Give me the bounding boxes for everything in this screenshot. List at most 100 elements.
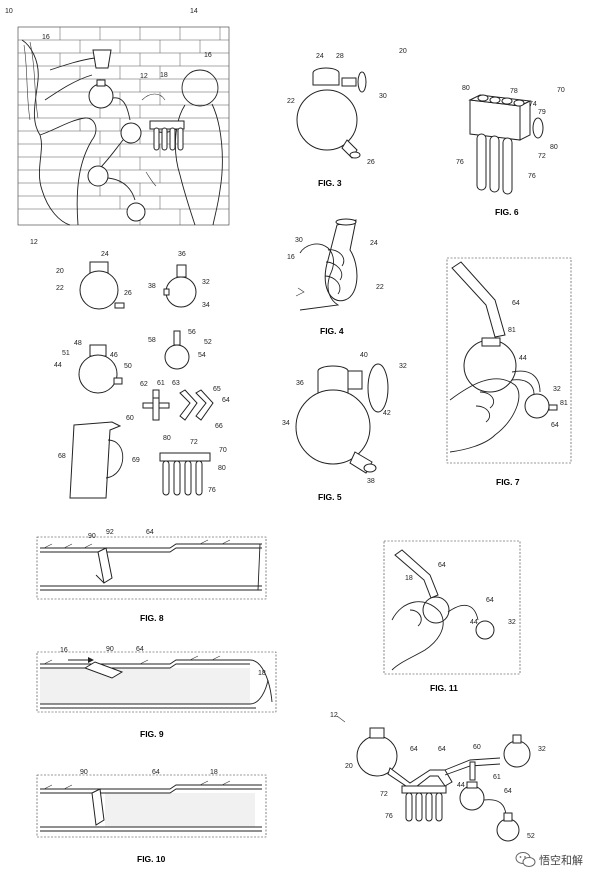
rack-body [469, 99, 521, 141]
svg-text:54: 54 [198, 352, 206, 359]
svg-text:64: 64 [512, 300, 520, 307]
svg-text:70: 70 [557, 87, 565, 94]
svg-text:18: 18 [405, 575, 413, 582]
ref-12: 12 [30, 239, 38, 246]
svg-text:64: 64 [410, 746, 418, 753]
svg-text:20: 20 [345, 763, 353, 770]
svg-text:32: 32 [202, 279, 210, 286]
svg-text:51: 51 [62, 350, 70, 357]
svg-text:70: 70 [219, 447, 227, 454]
svg-text:22: 22 [376, 284, 384, 291]
svg-text:64: 64 [222, 397, 230, 404]
svg-text:78: 78 [510, 88, 518, 95]
svg-text:80: 80 [462, 85, 470, 92]
tube-64 [394, 549, 439, 599]
svg-text:72: 72 [190, 439, 198, 446]
water-flow [40, 668, 250, 704]
rack-70 [159, 452, 211, 462]
fig7-label: FIG. 7 [496, 477, 520, 487]
svg-text:66: 66 [215, 423, 223, 430]
flask-44 [120, 122, 142, 144]
flask-32 [524, 393, 550, 419]
flask-52 [496, 818, 520, 842]
valve-90-open [83, 661, 124, 679]
svg-text:30: 30 [379, 93, 387, 100]
svg-text:76: 76 [456, 159, 464, 166]
fig11-label: FIG. 11 [430, 683, 458, 693]
watermark: 悟空和解 [515, 852, 583, 867]
tube-64a [179, 389, 198, 421]
svg-text:62: 62 [140, 381, 148, 388]
flask-20 [79, 270, 119, 310]
ref-10: 10 [5, 8, 13, 15]
svg-text:46: 46 [110, 352, 118, 359]
flask-32 [165, 276, 197, 308]
watermark-text: 悟空和解 [539, 853, 583, 867]
flask-20 [88, 83, 114, 109]
flask-32 [87, 165, 109, 187]
svg-text:44: 44 [54, 362, 62, 369]
svg-text:12: 12 [330, 712, 338, 719]
svg-text:61: 61 [157, 380, 165, 387]
svg-text:72: 72 [380, 791, 388, 798]
svg-text:72: 72 [538, 153, 546, 160]
svg-text:60: 60 [473, 744, 481, 751]
svg-text:44: 44 [457, 782, 465, 789]
flask-32 [295, 389, 371, 465]
svg-text:24: 24 [370, 240, 378, 247]
svg-text:64: 64 [438, 746, 446, 753]
svg-text:32: 32 [508, 619, 516, 626]
fig8-label: FIG. 8 [140, 613, 164, 623]
svg-text:58: 58 [148, 337, 156, 344]
svg-text:42: 42 [383, 410, 391, 417]
svg-text:16: 16 [60, 647, 68, 654]
fig7: 64 81 44 32 81 64 FIG. 7 [446, 257, 572, 487]
fig4: 30 16 24 22 FIG. 4 [287, 218, 384, 336]
svg-text:63: 63 [172, 380, 180, 387]
svg-text:61: 61 [493, 774, 501, 781]
svg-text:90: 90 [106, 646, 114, 653]
svg-text:20: 20 [56, 268, 64, 275]
svg-text:64: 64 [504, 788, 512, 795]
svg-text:92: 92 [106, 529, 114, 536]
svg-text:50: 50 [124, 363, 132, 370]
flask-44 [459, 785, 485, 811]
water-fill [105, 793, 255, 827]
svg-text:26: 26 [367, 159, 375, 166]
svg-text:64: 64 [146, 529, 154, 536]
svg-text:22: 22 [56, 285, 64, 292]
flask-44 [422, 596, 450, 624]
svg-text:40: 40 [360, 352, 368, 359]
svg-text:80: 80 [163, 435, 171, 442]
svg-text:74: 74 [529, 101, 537, 108]
svg-text:38: 38 [148, 283, 156, 290]
svg-text:34: 34 [202, 302, 210, 309]
svg-text:30: 30 [295, 237, 303, 244]
child-head [181, 69, 219, 107]
svg-text:56: 56 [188, 329, 196, 336]
svg-text:64: 64 [551, 422, 559, 429]
svg-text:80: 80 [218, 465, 226, 472]
svg-text:36: 36 [178, 251, 186, 258]
ref-18: 18 [160, 72, 168, 79]
flask-32 [475, 620, 495, 640]
svg-text:26: 26 [124, 290, 132, 297]
svg-text:90: 90 [80, 769, 88, 776]
fig9-label: FIG. 9 [140, 729, 164, 739]
svg-text:24: 24 [101, 251, 109, 258]
svg-text:32: 32 [538, 746, 546, 753]
svg-text:60: 60 [126, 415, 134, 422]
svg-text:76: 76 [208, 487, 216, 494]
svg-text:64: 64 [438, 562, 446, 569]
fig4-label: FIG. 4 [320, 326, 344, 336]
flask-44 [463, 339, 517, 393]
fig6: 70 80 78 74 79 72 80 76 76 FIG. 6 [456, 85, 565, 217]
pitcher [92, 49, 112, 69]
ref-16b: 16 [204, 52, 212, 59]
svg-text:68: 68 [58, 453, 66, 460]
ref-12: 12 [140, 73, 148, 80]
svg-text:81: 81 [508, 327, 516, 334]
flask-32 [503, 740, 531, 768]
svg-text:20: 20 [399, 48, 407, 55]
fig11: 64 18 64 44 32 FIG. 11 [383, 540, 521, 693]
